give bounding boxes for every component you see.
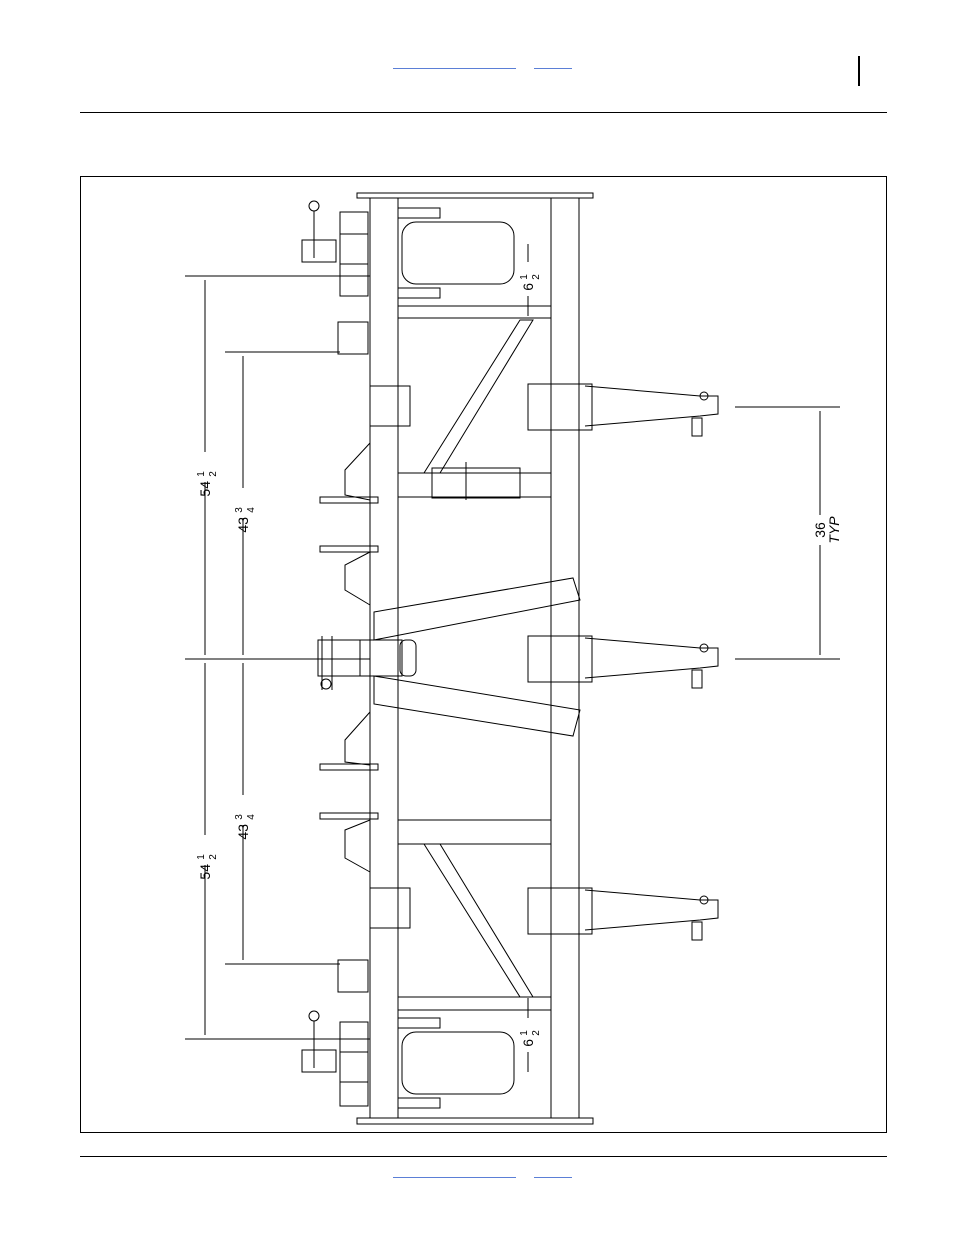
svg-text:2: 2: [531, 1030, 542, 1036]
gauge-wheel-bottom: [302, 1011, 514, 1108]
svg-text:1: 1: [196, 854, 207, 860]
dim-36-typ: 36 TYP: [812, 516, 842, 544]
svg-text:2: 2: [208, 854, 219, 860]
dim-6-bottom: 6 1 2: [519, 1030, 542, 1047]
footer-link-b[interactable]: [534, 1177, 572, 1178]
svg-text:TYP: TYP: [826, 516, 842, 544]
dim-43-bottom: 43 3 4: [234, 814, 257, 840]
dimension-lines: [185, 244, 840, 1072]
dim-43-top: 43 3 4: [234, 507, 257, 533]
svg-text:3: 3: [234, 814, 245, 820]
svg-text:4: 4: [246, 507, 257, 513]
footer-link-a[interactable]: [393, 1177, 516, 1178]
svg-text:54: 54: [197, 481, 213, 497]
frame-tubes: [357, 193, 593, 1124]
svg-text:43: 43: [235, 824, 251, 840]
svg-text:43: 43: [235, 517, 251, 533]
svg-text:6: 6: [520, 283, 536, 291]
svg-text:54: 54: [197, 864, 213, 880]
svg-text:6: 6: [520, 1039, 536, 1047]
svg-text:2: 2: [208, 471, 219, 477]
svg-text:2: 2: [531, 274, 542, 280]
hitch-bars: [318, 578, 580, 736]
shank-lower: [528, 888, 718, 940]
front-mounts: [320, 322, 410, 992]
svg-text:3: 3: [234, 507, 245, 513]
shank-middle: [528, 636, 718, 688]
dim-54-bottom: 54 1 2: [196, 854, 219, 880]
svg-text:1: 1: [519, 274, 530, 280]
svg-text:4: 4: [246, 814, 257, 820]
svg-text:1: 1: [519, 1030, 530, 1036]
dim-54-top: 54 1 2: [196, 471, 219, 497]
shank-upper: [528, 384, 718, 436]
gauge-wheel-top: [302, 201, 514, 298]
footer-rule: [80, 1156, 887, 1157]
dim-6-top: 6 1 2: [519, 274, 542, 291]
svg-text:1: 1: [196, 471, 207, 477]
